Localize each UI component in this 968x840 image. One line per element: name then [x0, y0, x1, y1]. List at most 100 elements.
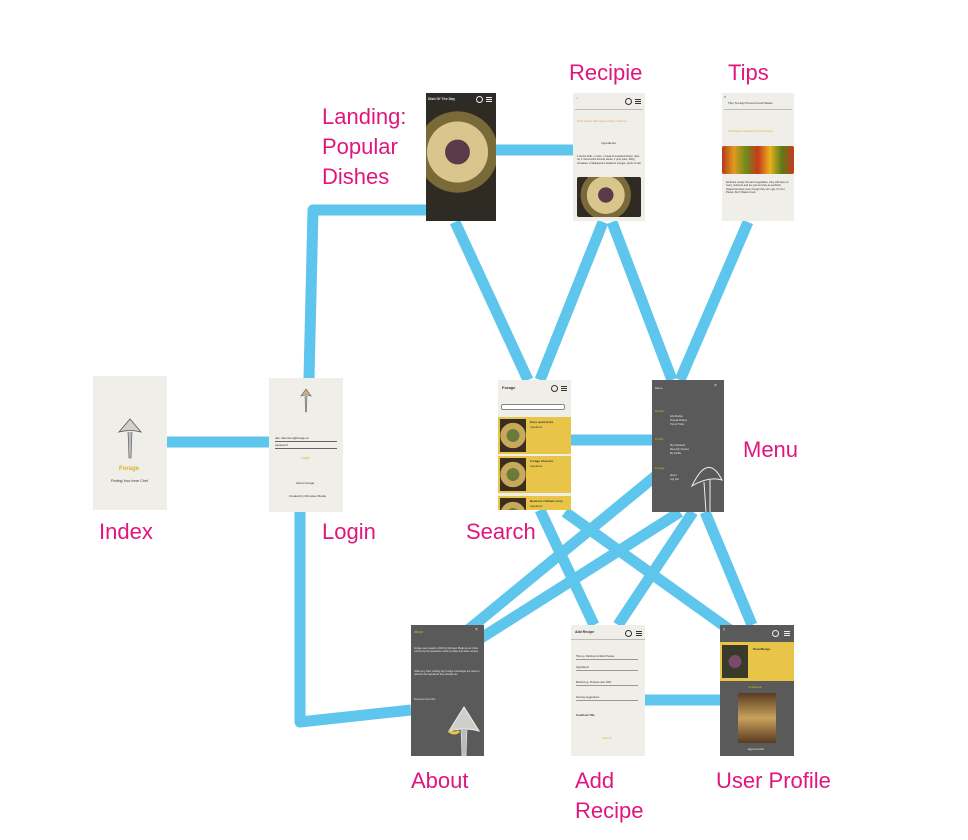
cookbook-photo[interactable] [738, 693, 776, 743]
screen-index[interactable]: Forage Finding Your Inner Chef [93, 376, 167, 510]
screen-tips[interactable]: × Tips To Help Prevent Food Waste 1 Embr… [722, 93, 794, 221]
menu-item[interactable]: Popular Dishes [670, 419, 687, 422]
link-search-add [535, 507, 599, 628]
add-recipe-title: Add Recipe [575, 630, 595, 634]
recipe-title: Pork chops with apple-cherry chutney [577, 119, 628, 123]
result-title: Beetroot chicken curry [530, 499, 563, 503]
menu-icon[interactable] [486, 97, 492, 98]
tagline: Finding Your Inner Chef [111, 479, 148, 483]
label-search: Search [466, 519, 536, 544]
menu-item[interactable]: My Profile [670, 452, 682, 455]
about-paragraph: Unlike any other cooking app Forage enco… [414, 670, 480, 677]
screen-add-recipe[interactable]: Add Recipe Title eg. Delicious Grilled C… [571, 625, 645, 756]
result-item[interactable]: Beetroot chicken curry Ingredients [498, 496, 571, 510]
close-icon[interactable]: × [724, 94, 727, 99]
landing-title: Dish Of The Day [428, 97, 456, 101]
screen-search[interactable]: Forage Easy spelt pizza Ingredients Fora… [498, 380, 571, 510]
back-icon[interactable]: ‹ [723, 627, 725, 633]
cookbook-caption: Eggs benedict [748, 748, 764, 751]
back-icon[interactable]: ‹ [576, 96, 578, 102]
menu-icon[interactable] [561, 386, 567, 387]
menu-section-recipe: Recipe [655, 409, 665, 413]
close-icon[interactable]: × [714, 383, 717, 389]
method-field[interactable]: Method eg. Preheat oven 180c [576, 680, 638, 686]
menu-item[interactable]: Recently Viewed [670, 448, 689, 451]
link-menu-add [613, 508, 698, 629]
profile-header: DinerMango [720, 642, 794, 681]
divider [575, 109, 643, 110]
login-button[interactable]: Login [301, 456, 310, 460]
screen-login[interactable]: dan.robertson@forage.co password Login A… [269, 378, 343, 512]
password-field[interactable]: password [275, 443, 337, 449]
menu-item[interactable]: My Cookbook [670, 444, 686, 447]
avatar [722, 645, 748, 678]
result-sub: Ingredients [530, 465, 543, 468]
screen-landing[interactable]: Dish Of The Day [426, 93, 496, 221]
profile-username: DinerMango [753, 647, 771, 651]
link-login-landing [303, 204, 427, 379]
username-field[interactable]: dan.robertson@forage.co [275, 436, 337, 442]
result-thumbnail [500, 419, 526, 452]
label-menu: Menu [743, 437, 799, 462]
menu-icon[interactable] [636, 631, 642, 632]
recipe-body: 1 fennel bulb, 1 onion, 1 head of smashe… [577, 155, 641, 165]
link-menu-about [464, 455, 679, 635]
menu-item[interactable]: Add Recipe [670, 415, 683, 418]
label-add-line1: Add [575, 768, 615, 793]
cookbook-select[interactable]: Cookbook Title [576, 714, 595, 717]
label-user-profile: User Profile [716, 768, 831, 793]
produce-photo [722, 146, 794, 174]
screen-menu[interactable]: Menu × Recipe Add Recipe Popular Dishes … [652, 380, 724, 512]
result-title: Forage cheerios [530, 459, 554, 463]
menu-section-forage: Forage [655, 466, 665, 470]
label-index: Index [99, 519, 153, 544]
about-paragraph: Find your inner chef [414, 698, 436, 701]
result-item[interactable]: Forage cheerios Ingredients [498, 456, 571, 493]
mushroom-icon [117, 418, 143, 459]
screen-user-profile[interactable]: ‹ DinerMango Cookbook Eggs benedict [720, 625, 794, 756]
menu-item[interactable]: About [670, 474, 677, 477]
link-menu-profile [699, 509, 758, 628]
title-field[interactable]: Title eg. Delicious Grilled Cheese [576, 654, 638, 660]
label-add-line2: Recipe [575, 798, 644, 823]
recipe-photo [577, 177, 641, 217]
search-icon[interactable] [476, 96, 483, 103]
about-link[interactable]: About Forage [296, 481, 315, 485]
label-tips: Tips [728, 60, 769, 85]
submit-button[interactable]: Submit [602, 736, 612, 740]
link-recipe-menu [606, 220, 678, 382]
menu-icon[interactable] [784, 631, 790, 632]
menu-item[interactable]: Tips & Tricks [670, 423, 685, 426]
screen-about[interactable]: About × Forage was created in 2024 by Mc… [411, 625, 484, 756]
recipe-section: Ingredients [601, 141, 616, 145]
link-landing-search [450, 219, 533, 383]
search-title: Forage [502, 385, 516, 390]
tips-title: Tips To Help Prevent Food Waste [728, 101, 773, 105]
search-icon[interactable] [772, 630, 779, 637]
search-icon[interactable] [625, 630, 632, 637]
search-icon[interactable] [625, 98, 632, 105]
label-landing-line1: Landing: [322, 104, 407, 129]
about-paragraph: Forage was created in 2024 by Mcmeker Me… [414, 647, 479, 654]
label-about: About [411, 768, 469, 793]
divider [724, 109, 792, 110]
ingredients-field[interactable]: Ingredients [576, 665, 638, 671]
brand-name: Forage [119, 466, 140, 472]
serving-field[interactable]: Serving suggestions [576, 695, 638, 701]
close-icon[interactable]: × [475, 627, 478, 633]
result-sub: Ingredients [530, 426, 543, 429]
about-title: About [414, 630, 424, 634]
menu-section-profile: Profile [655, 437, 664, 441]
result-item[interactable]: Easy spelt pizza Ingredients [498, 417, 571, 454]
label-landing-line2: Popular [322, 134, 398, 159]
search-icon[interactable] [551, 385, 558, 392]
menu-item[interactable]: Log Out [670, 478, 679, 481]
screen-recipe[interactable]: ‹ Pork chops with apple-cherry chutney I… [573, 93, 645, 221]
result-sub: Ingredients [530, 505, 543, 508]
link-about-menu-cross [475, 507, 683, 645]
search-input[interactable] [501, 404, 565, 410]
menu-icon[interactable] [635, 99, 641, 100]
label-landing-line3: Dishes [322, 164, 390, 189]
dish-photo[interactable] [426, 107, 496, 207]
link-recipe-search [534, 219, 609, 383]
